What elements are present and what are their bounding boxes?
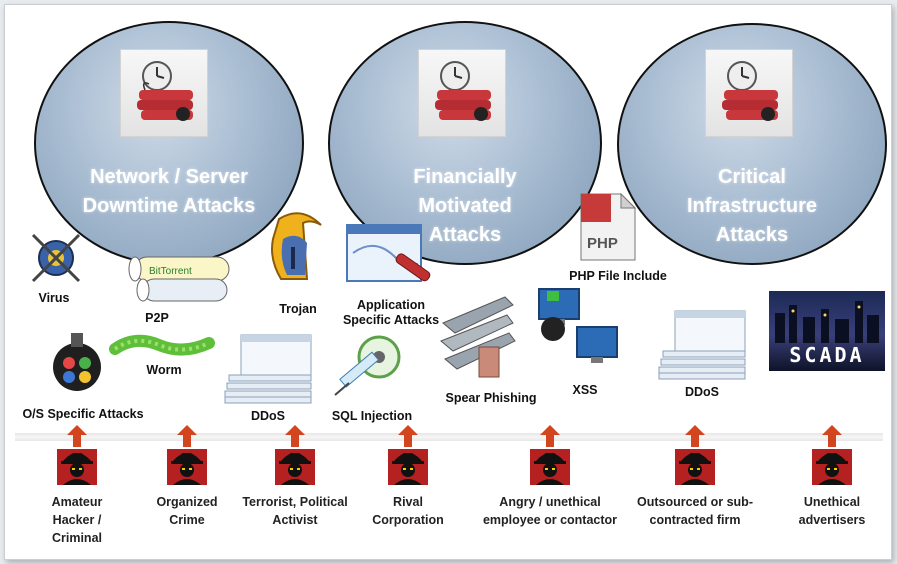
actor-label: Outsourced or sub-contracted firm <box>637 495 753 527</box>
attack-label-app-specific: Application Specific Attacks <box>341 298 441 328</box>
up-arrow-icon <box>540 425 560 447</box>
divider-band <box>15 433 883 441</box>
attack-label-os-specific: O/S Specific Attacks <box>22 407 144 421</box>
hacker-silhouette-icon <box>530 449 570 485</box>
actor-label: Unethical advertisers <box>798 495 866 527</box>
up-arrow-icon <box>685 425 705 447</box>
hacker-silhouette-icon <box>675 449 715 485</box>
up-arrow-icon <box>177 425 197 447</box>
ddos-server-stack-icon <box>658 310 746 380</box>
virus-icon <box>31 233 81 283</box>
actor-label: Rival Corporation <box>372 495 444 527</box>
hacker-silhouette-icon <box>167 449 207 485</box>
os-bomb-icon <box>53 333 101 391</box>
target-circle-financial: Financially Motivated Attacks <box>328 21 602 265</box>
php-file-icon: PHP <box>580 192 637 261</box>
actor-label: Angry / unethical employee or contactor <box>482 495 618 527</box>
worm-icon <box>109 334 215 356</box>
hacker-silhouette-icon <box>388 449 428 485</box>
hacker-silhouette-icon <box>275 449 315 485</box>
attack-label-ddos-left: DDoS <box>250 409 286 423</box>
p2p-banner-text: BitTorrent <box>149 266 192 277</box>
attack-label-php-include: PHP File Include <box>569 269 667 283</box>
scada-city-icon: SCADA <box>769 291 885 371</box>
target-circle-network-downtime: Network / Server Downtime Attacks <box>34 21 304 265</box>
ddos-server-stack-icon <box>224 334 312 404</box>
actor-label: Terrorist, Political Activist <box>242 495 348 527</box>
attack-label-virus: Virus <box>38 291 70 305</box>
attack-label-spear-phishing: Spear Phishing <box>445 391 537 405</box>
target-label-network-downtime: Network / Server Downtime Attacks <box>82 166 256 217</box>
xss-computers-icon <box>538 288 618 363</box>
attack-label-app-specific-text: Application Specific Attacks <box>342 298 440 327</box>
attack-label-trojan: Trojan <box>279 302 317 316</box>
time-bomb-icon <box>418 49 506 137</box>
p2p-pipe-icon: BitTorrent <box>128 256 230 302</box>
attack-landscape-diagram: Network / Server Downtime Attacks Financ… <box>4 4 892 560</box>
attack-label-xss: XSS <box>572 383 598 397</box>
scada-text: SCADA <box>789 343 865 367</box>
attack-label-p2p: P2P <box>145 311 169 325</box>
attack-label-worm: Worm <box>146 363 182 377</box>
actor-label: Amateur Hacker / Criminal <box>51 495 103 545</box>
browser-bug-icon <box>346 224 431 282</box>
up-arrow-icon <box>67 425 87 447</box>
time-bomb-icon <box>120 49 208 137</box>
actor-label: Organized Crime <box>156 495 218 527</box>
up-arrow-icon <box>285 425 305 447</box>
up-arrow-icon <box>822 425 842 447</box>
sql-syringe-icon <box>334 335 401 396</box>
attack-label-sql-injection: SQL Injection <box>331 409 413 423</box>
target-label-financial: Financially Motivated Attacks <box>413 166 517 246</box>
php-badge-text: PHP <box>587 235 618 252</box>
up-arrow-icon <box>398 425 418 447</box>
time-bomb-icon <box>705 49 793 137</box>
trojan-helmet-icon <box>271 212 322 280</box>
hacker-silhouette-icon <box>57 449 97 485</box>
spear-phishing-icon <box>440 296 516 378</box>
target-circle-critical-infrastructure: Critical Infrastructure Attacks <box>617 23 887 265</box>
hacker-silhouette-icon <box>812 449 852 485</box>
attack-label-ddos-right: DDoS <box>684 385 720 399</box>
target-label-critical-infrastructure: Critical Infrastructure Attacks <box>686 166 818 246</box>
